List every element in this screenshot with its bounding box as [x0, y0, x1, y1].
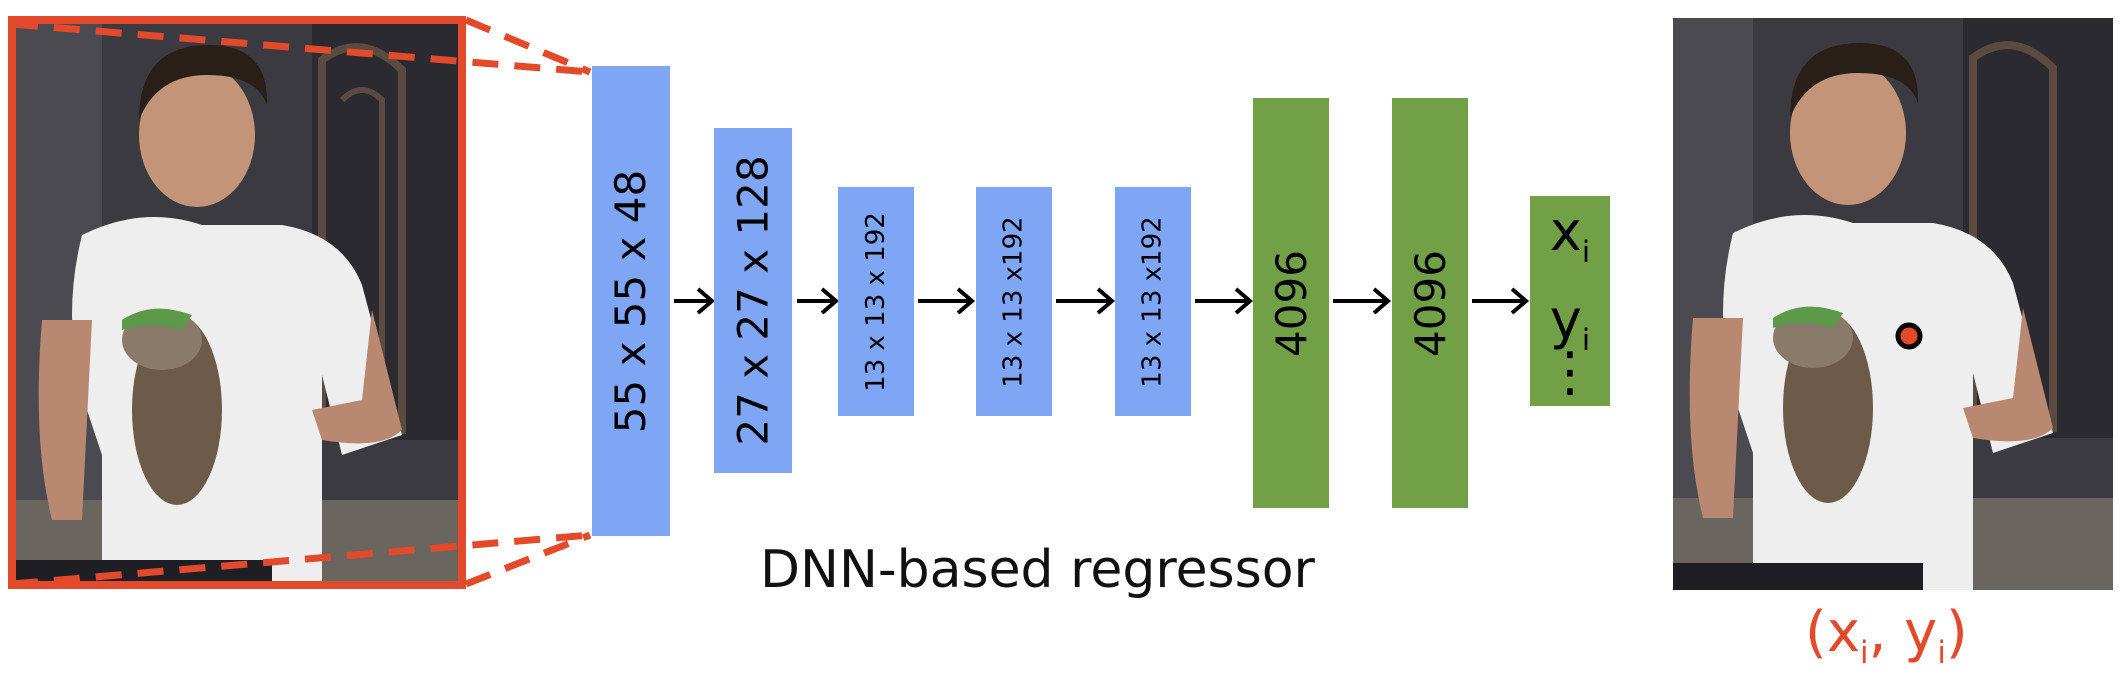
keypoint-marker [1895, 322, 1923, 350]
arrow-head-1 [696, 287, 716, 315]
dashed-line-top-outer [464, 16, 592, 76]
layer-fc7-label: 4096 [1405, 249, 1455, 357]
layer-conv2: 27 x 27 x 128 [714, 128, 792, 473]
input-photo [12, 20, 462, 585]
layer-conv4: 13 x 13 x192 [976, 187, 1052, 416]
arrow-head-6 [1372, 287, 1392, 315]
layer-fc6-label: 4096 [1266, 249, 1316, 357]
layer-fc6: 4096 [1253, 98, 1329, 508]
layer-conv1: 55 x 55 x 48 [592, 66, 670, 536]
keypoint-coordinate-label: (xi, yi) [1805, 600, 1968, 672]
arrow-head-7 [1510, 287, 1530, 315]
arrow-head-2 [820, 287, 840, 315]
arrow-head-5 [1234, 287, 1254, 315]
output-ellipsis: ⋮ [1543, 340, 1597, 403]
layer-conv4-label: 13 x 13 x192 [999, 215, 1029, 388]
layer-output [1530, 196, 1610, 406]
layer-conv3-label: 13 x 13 x 192 [861, 211, 892, 392]
arrow-head-3 [956, 287, 976, 315]
layer-conv1-label: 55 x 55 x 48 [606, 169, 656, 433]
diagram-caption: DNN-based regressor [760, 540, 1315, 600]
output-photo [1673, 18, 2113, 590]
layer-conv2-label: 27 x 27 x 128 [728, 155, 778, 446]
layer-conv5: 13 x 13 x192 [1115, 187, 1191, 416]
output-y-label: yi [1549, 288, 1591, 358]
dashed-line-bottom-outer [464, 531, 592, 588]
layer-conv3: 13 x 13 x 192 [838, 187, 914, 416]
arrow-head-4 [1096, 287, 1116, 315]
output-x-label: xi [1549, 200, 1591, 270]
layer-conv5-label: 13 x 13 x192 [1138, 215, 1168, 388]
layer-fc7: 4096 [1392, 98, 1468, 508]
